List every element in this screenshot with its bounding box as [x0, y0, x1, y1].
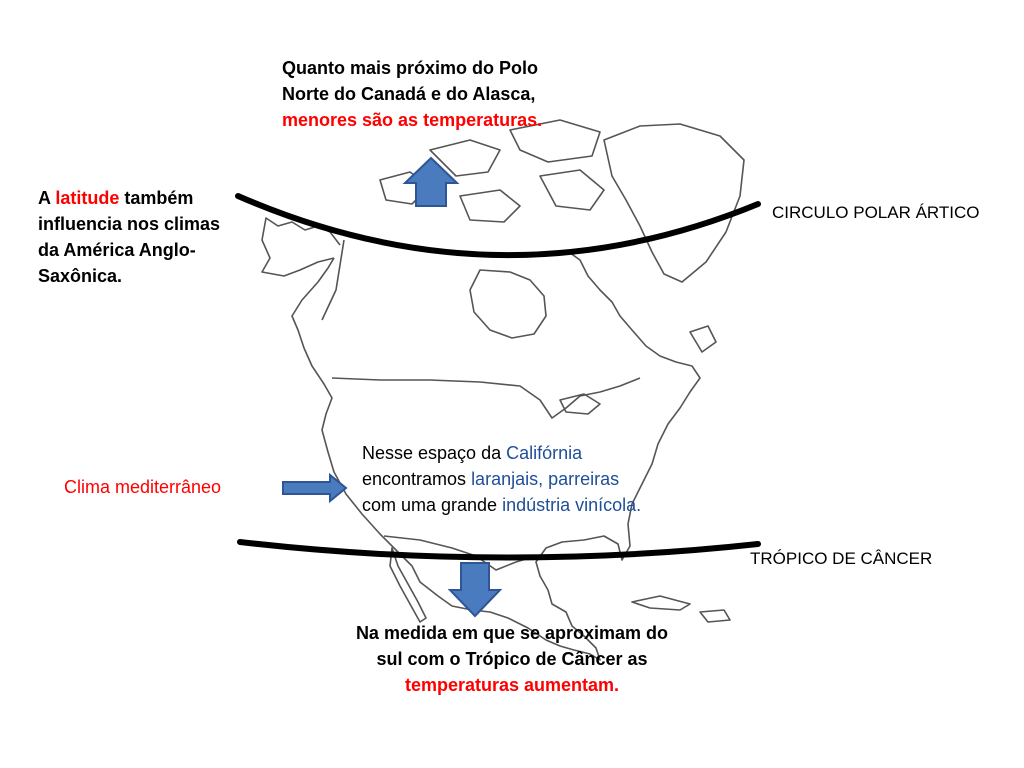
arctic-island-4: [539, 169, 605, 211]
top-note: Quanto mais próximo do Polo Norte do Can…: [282, 55, 542, 133]
left-note-line1-rest: também: [119, 188, 194, 208]
top-note-line2: Norte do Canadá e do Alasca,: [282, 84, 536, 104]
left-note-line2: influencia nos climas: [38, 214, 221, 234]
newfoundland-outline: [689, 325, 717, 353]
california-industry: indústria vinícola.: [502, 495, 642, 515]
greenland-outline: [603, 123, 745, 283]
baja-outline: [389, 547, 427, 623]
california-place: Califórnia: [506, 443, 583, 463]
top-note-line3: menores são as temperaturas.: [282, 110, 543, 130]
bottom-note: Na medida em que se aproximam do sul com…: [300, 620, 724, 698]
border-alaska: [321, 239, 345, 321]
left-note-line1: A latitude também: [38, 185, 220, 211]
arctic-island-5: [459, 189, 521, 223]
hudson-bay-outline: [469, 269, 547, 339]
california-note: Nesse espaço da Califórnia encontramos l…: [362, 440, 641, 518]
left-note-prefix: A: [38, 188, 56, 208]
left-note-line4: Saxônica.: [38, 266, 123, 286]
central-america-outline: [545, 589, 601, 661]
bottom-note-line3: temperaturas aumentam.: [404, 675, 620, 695]
great-lakes-outline: [559, 393, 601, 415]
west-coast-outline: [291, 257, 547, 641]
left-note-line3: da América Anglo-: [38, 240, 196, 260]
mediterranean-climate-label: Clima mediterrâneo: [64, 477, 222, 497]
bottom-note-line1: Na medida em que se aproximam do: [355, 623, 669, 643]
cuba-outline: [631, 595, 691, 611]
california-note-l1-prefix: Nesse espaço da: [362, 443, 507, 463]
california-note-l3-prefix: com uma grande: [362, 495, 503, 515]
bottom-note-line2: sul com o Trópico de Câncer as: [376, 649, 648, 669]
latitude-keyword: latitude: [55, 188, 120, 208]
arctic-circle-label: CIRCULO POLAR ÁRTICO: [772, 203, 980, 222]
border-canada-usa: [331, 377, 641, 419]
top-note-line1: Quanto mais próximo do Polo: [282, 58, 539, 78]
arrow-down-icon: [447, 562, 503, 618]
tropic-of-cancer-label: TRÓPICO DE CÂNCER: [750, 549, 933, 568]
east-coast-outline: [535, 249, 701, 591]
california-note-line3: com uma grande indústria vinícola.: [362, 492, 641, 518]
california-note-l2-prefix: encontramos: [362, 469, 472, 489]
arctic-circle-line: [235, 193, 761, 258]
continent-outline: [261, 119, 745, 661]
hispaniola-outline: [699, 609, 731, 623]
arrow-right-icon: [282, 472, 348, 504]
tropic-of-cancer-line: [237, 539, 761, 561]
california-note-line2: encontramos laranjais, parreiras: [362, 466, 641, 492]
arctic-island-1: [429, 139, 501, 177]
california-crops: laranjais, parreiras: [471, 469, 620, 489]
left-note: A latitude também influencia nos climas …: [38, 185, 220, 289]
california-note-line1: Nesse espaço da Califórnia: [362, 440, 641, 466]
arctic-island-2: [509, 119, 601, 163]
arrow-up-icon: [402, 156, 460, 207]
